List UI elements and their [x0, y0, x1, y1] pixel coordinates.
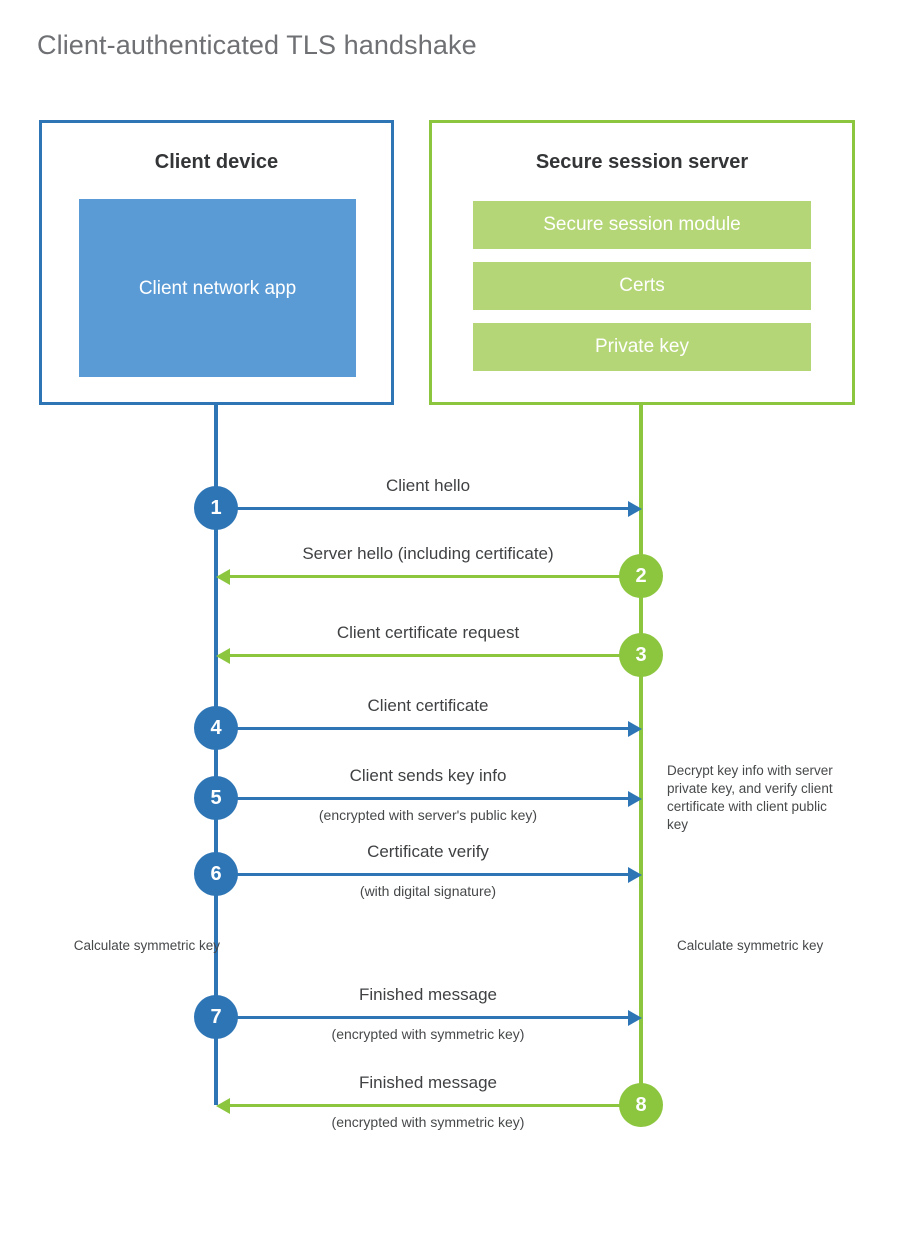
- step-circle-2[interactable]: 2: [619, 554, 663, 598]
- message-arrow-line-4: [216, 727, 630, 730]
- message-sublabel-6: (with digital signature): [359, 883, 497, 899]
- step-circle-5[interactable]: 5: [194, 776, 238, 820]
- message-arrow-line-3: [226, 654, 640, 657]
- note-calculate-symmetric-key-client: Calculate symmetric key: [73, 938, 220, 953]
- secure-session-server-title: Secure session server: [535, 151, 749, 173]
- client-device-box: Client device Client network app: [39, 120, 394, 405]
- step-circle-3[interactable]: 3: [619, 633, 663, 677]
- message-label-2: Server hello (including certificate): [302, 544, 554, 563]
- message-label-4: Client certificate: [367, 696, 489, 715]
- message-label-3: Client certificate request: [336, 623, 520, 642]
- arrowhead-right-icon: [628, 721, 642, 737]
- client-network-app-block: Client network app: [79, 199, 356, 377]
- arrowhead-right-icon: [628, 791, 642, 807]
- message-arrow-line-2: [226, 575, 640, 578]
- step-circle-8[interactable]: 8: [619, 1083, 663, 1127]
- server-lifeline: [639, 405, 643, 1105]
- message-sublabel-8: (encrypted with symmetric key): [331, 1114, 525, 1130]
- message-sublabel-5: (encrypted with server's public key): [318, 807, 538, 823]
- message-label-7: Finished message: [359, 985, 497, 1004]
- arrowhead-left-icon: [216, 569, 230, 585]
- arrowhead-right-icon: [628, 501, 642, 517]
- step-circle-6[interactable]: 6: [194, 852, 238, 896]
- arrowhead-right-icon: [628, 1010, 642, 1026]
- step-circle-4[interactable]: 4: [194, 706, 238, 750]
- server-module-private-key: Private key: [473, 323, 811, 371]
- message-sublabel-7: (encrypted with symmetric key): [331, 1026, 525, 1042]
- message-arrow-line-8: [226, 1104, 640, 1107]
- note-decrypt-key-info: Decrypt key info with server private key…: [667, 763, 833, 832]
- server-module-secure-session-module: Secure session module: [473, 201, 811, 249]
- step-circle-7[interactable]: 7: [194, 995, 238, 1039]
- message-arrow-line-1: [216, 507, 630, 510]
- message-arrow-line-7: [216, 1016, 630, 1019]
- message-arrow-line-6: [216, 873, 630, 876]
- message-label-1: Client hello: [385, 476, 471, 495]
- message-label-5: Client sends key info: [349, 766, 507, 785]
- message-label-6: Certificate verify: [367, 842, 489, 861]
- page-title: Client-authenticated TLS handshake: [37, 30, 477, 60]
- secure-session-server-box: Secure session server Secure session mod…: [429, 120, 855, 405]
- step-circle-1[interactable]: 1: [194, 486, 238, 530]
- message-label-8: Finished message: [359, 1073, 497, 1092]
- arrowhead-left-icon: [216, 1098, 230, 1114]
- note-calculate-symmetric-key-server: Calculate symmetric key: [677, 938, 824, 953]
- message-arrow-line-5: [216, 797, 630, 800]
- client-device-title: Client device: [154, 151, 279, 173]
- client-lifeline: [214, 405, 218, 1105]
- server-module-certs: Certs: [473, 262, 811, 310]
- arrowhead-right-icon: [628, 867, 642, 883]
- arrowhead-left-icon: [216, 648, 230, 664]
